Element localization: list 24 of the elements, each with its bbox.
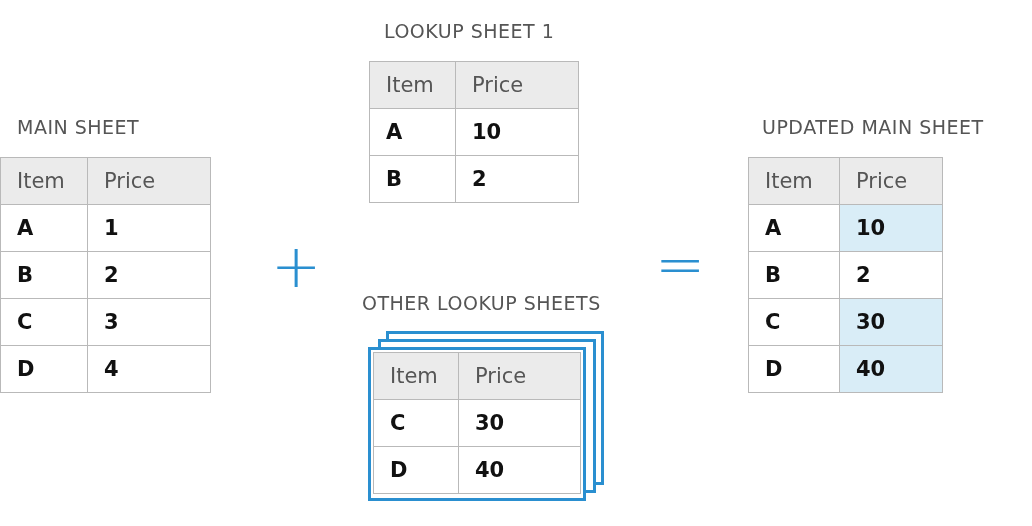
sheet-title: LOOKUP SHEET 1: [384, 20, 555, 42]
table-cell: 40: [839, 345, 943, 393]
table-header-cell: Price: [87, 157, 211, 205]
table-header-cell: Price: [458, 352, 581, 400]
table-header-cell: Item: [369, 61, 456, 109]
table-cell: 4: [87, 345, 211, 393]
table-cell: 30: [839, 298, 943, 346]
sheet-title: UPDATED MAIN SHEET: [762, 116, 984, 138]
table-cell: B: [369, 155, 456, 203]
plus-sign: +: [271, 236, 322, 296]
sheet-title: OTHER LOOKUP SHEETS: [362, 292, 601, 314]
table-cell: 10: [839, 204, 943, 252]
table-cell: D: [0, 345, 88, 393]
table-header-cell: Item: [373, 352, 459, 400]
table-cell: 40: [458, 446, 581, 494]
table-cell: 2: [455, 155, 579, 203]
table-cell: D: [373, 446, 459, 494]
sheet-title: MAIN SHEET: [17, 116, 140, 138]
table-header-cell: Item: [748, 157, 840, 205]
table-header-cell: Item: [0, 157, 88, 205]
table-header-cell: Price: [839, 157, 943, 205]
equals-sign: =: [655, 234, 706, 294]
table-cell: D: [748, 345, 840, 393]
table-header-cell: Price: [455, 61, 579, 109]
